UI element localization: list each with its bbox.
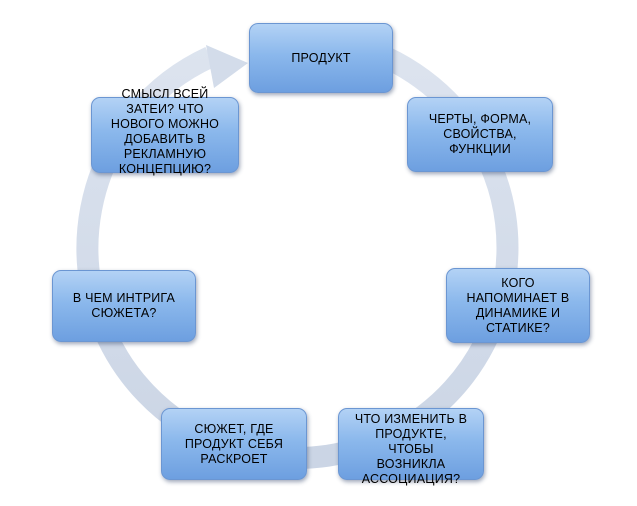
node-change-label: ЧТО ИЗМЕНИТЬ В ПРОДУКТЕ, ЧТОБЫ ВОЗНИКЛА … — [354, 411, 468, 486]
node-traits-label: ЧЕРТЫ, ФОРМА, СВОЙСТВА, ФУНКЦИИ — [428, 112, 532, 156]
node-intrigue: В ЧЕМ ИНТРИГА СЮЖЕТА? — [52, 270, 196, 342]
node-intrigue-label: В ЧЕМ ИНТРИГА СЮЖЕТА? — [72, 291, 176, 320]
node-meaning-label: СМЫСЛ ВСЕЙ ЗАТЕИ? ЧТО НОВОГО МОЖНО ДОБАВ… — [110, 87, 220, 176]
node-reminds-label: КОГО НАПОМИНАЕТ В ДИНАМИКЕ И СТАТИКЕ? — [466, 275, 570, 335]
node-plot-label: СЮЖЕТ, ГДЕ ПРОДУКТ СЕБЯ РАСКРОЕТ — [184, 421, 284, 466]
node-plot: СЮЖЕТ, ГДЕ ПРОДУКТ СЕБЯ РАСКРОЕТ — [161, 408, 307, 480]
node-reminds: КОГО НАПОМИНАЕТ В ДИНАМИКЕ И СТАТИКЕ? — [446, 268, 590, 343]
node-change: ЧТО ИЗМЕНИТЬ В ПРОДУКТЕ, ЧТОБЫ ВОЗНИКЛА … — [338, 408, 484, 486]
node-product-label: ПРОДУКТ — [291, 50, 351, 65]
cycle-arrow-head — [206, 45, 248, 88]
node-traits: ЧЕРТЫ, ФОРМА, СВОЙСТВА, ФУНКЦИИ — [407, 97, 553, 172]
node-product: ПРОДУКТ — [249, 23, 393, 93]
node-meaning: СМЫСЛ ВСЕЙ ЗАТЕИ? ЧТО НОВОГО МОЖНО ДОБАВ… — [91, 87, 239, 176]
